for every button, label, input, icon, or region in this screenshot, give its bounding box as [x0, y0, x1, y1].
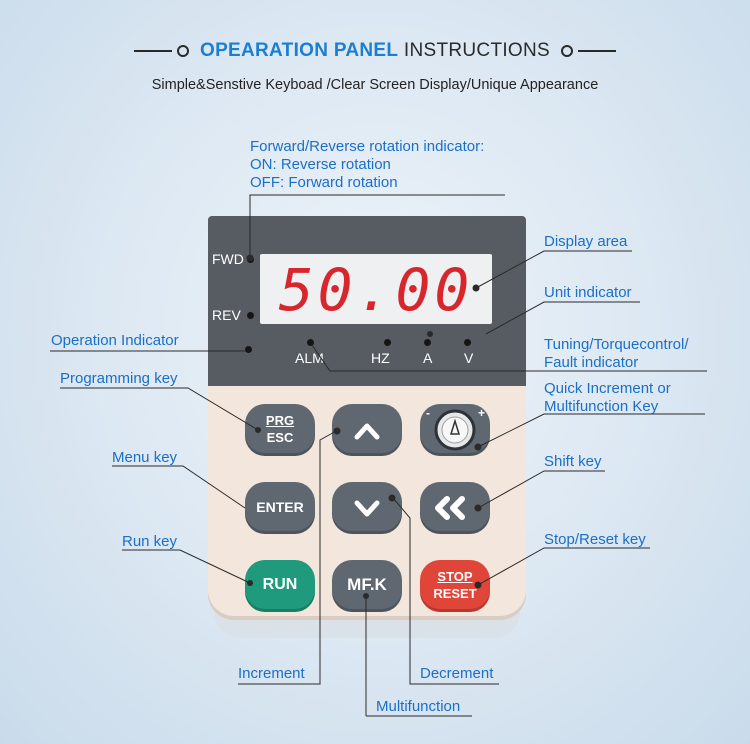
label-fwd-rev-line3: OFF: Forward rotation: [250, 174, 398, 191]
line-shift-key: [477, 470, 605, 509]
label-display-area: Display area: [544, 233, 628, 250]
title-right-line: [577, 49, 616, 52]
line-fwd-rev: [249, 194, 505, 258]
dot-run: [247, 580, 253, 586]
title-right-dot: [560, 44, 573, 57]
dot-shift: [474, 504, 482, 512]
label-decrement: Decrement: [420, 665, 494, 682]
operation-led: [245, 346, 252, 353]
decrement-key[interactable]: [332, 482, 402, 534]
a-led: [424, 339, 431, 346]
alm-led: [307, 339, 314, 346]
run-label: RUN: [262, 576, 298, 593]
dot-increment: [333, 427, 341, 435]
label-menu-key: Menu key: [112, 449, 178, 466]
line-decrement: [392, 497, 499, 685]
label-run-key: Run key: [122, 533, 178, 550]
label-tuning: Tuning/Torquecontrol/ Fault indicator: [544, 336, 689, 372]
prg-label: PRG: [265, 413, 295, 428]
subtitle: Simple&Senstive Keyboad /Clear Screen Di…: [151, 77, 599, 93]
mfk-label: MF.K: [347, 575, 387, 594]
label-quick-line1: Quick Increment or: [544, 380, 671, 397]
line-programming-key: [60, 387, 259, 431]
title-rest: INSTRUCTIONS: [403, 40, 551, 61]
knob-icon: [434, 409, 476, 451]
hz-led: [384, 339, 391, 346]
line-menu-key: [112, 465, 246, 509]
reset-label: RESET: [433, 586, 477, 601]
run-key[interactable]: RUN: [245, 560, 315, 612]
dot-multifunction: [363, 593, 369, 599]
double-chevron-left-icon: [435, 496, 465, 520]
dot-quick: [474, 443, 482, 451]
label-fwd-rev-indicator: Forward/Reverse rotation indicator: ON: …: [250, 138, 484, 192]
label-fwd-rev-line2: ON: Reverse rotation: [250, 156, 391, 173]
label-tuning-line2: Fault indicator: [544, 354, 639, 371]
label-quick-increment: Quick Increment or Multifunction Key: [544, 380, 671, 416]
line-display-area: [475, 250, 632, 289]
a-label: A: [423, 350, 433, 366]
mfk-key[interactable]: MF.K: [332, 560, 402, 612]
rev-led: [247, 312, 254, 319]
title-left-line: [134, 49, 173, 52]
label-shift-key: Shift key: [544, 453, 602, 470]
dot-prg: [255, 427, 261, 433]
dot-stop: [474, 581, 482, 589]
v-led: [464, 339, 471, 346]
line-quick-increment: [477, 413, 705, 448]
label-programming-key: Programming key: [60, 370, 178, 387]
line-unit-indicator: [485, 301, 640, 335]
dot-display: [472, 284, 480, 292]
display-digits: 50.00: [278, 256, 474, 324]
enter-label: ENTER: [256, 499, 304, 515]
knob-plus: +: [478, 406, 486, 420]
quick-increment-knob-key[interactable]: - +: [420, 404, 490, 456]
page-title: OPEARATION PANEL INSTRUCTIONS: [0, 40, 750, 62]
alm-label: ALM: [295, 350, 324, 366]
label-stop-reset-key: Stop/Reset key: [544, 531, 646, 548]
chevron-down-icon: [354, 500, 380, 517]
label-multifunction: Multifunction: [376, 698, 461, 715]
increment-key[interactable]: [332, 404, 402, 456]
knob-minus: -: [426, 406, 430, 420]
label-increment: Increment: [238, 665, 305, 682]
display-screen: [260, 254, 492, 324]
label-operation-indicator: Operation Indicator: [51, 332, 179, 349]
title-left-dot: [177, 44, 190, 57]
line-increment: [238, 429, 339, 685]
dot-unit: [427, 331, 433, 337]
device-base-shadow: [214, 612, 520, 638]
label-quick-line2: Multifunction Key: [544, 398, 659, 415]
fwd-label: FWD: [212, 251, 244, 267]
chevron-up-icon: [354, 423, 380, 440]
label-unit-indicator: Unit indicator: [544, 284, 632, 301]
dot-fwd: [246, 254, 254, 262]
enter-key[interactable]: ENTER: [245, 482, 315, 534]
label-fwd-rev-line1: Forward/Reverse rotation indicator:: [250, 138, 485, 155]
line-run-key: [122, 549, 251, 584]
rev-label: REV: [212, 307, 241, 323]
v-label: V: [464, 350, 474, 366]
line-tuning: [311, 344, 707, 372]
label-tuning-line1: Tuning/Torquecontrol/: [544, 336, 689, 353]
line-stop-reset: [477, 547, 650, 586]
dot-decrement: [388, 494, 396, 502]
esc-label: ESC: [266, 430, 294, 445]
hz-label: HZ: [371, 350, 390, 366]
stop-label: STOP: [437, 569, 473, 584]
title-bold: OPEARATION PANEL: [199, 40, 399, 61]
